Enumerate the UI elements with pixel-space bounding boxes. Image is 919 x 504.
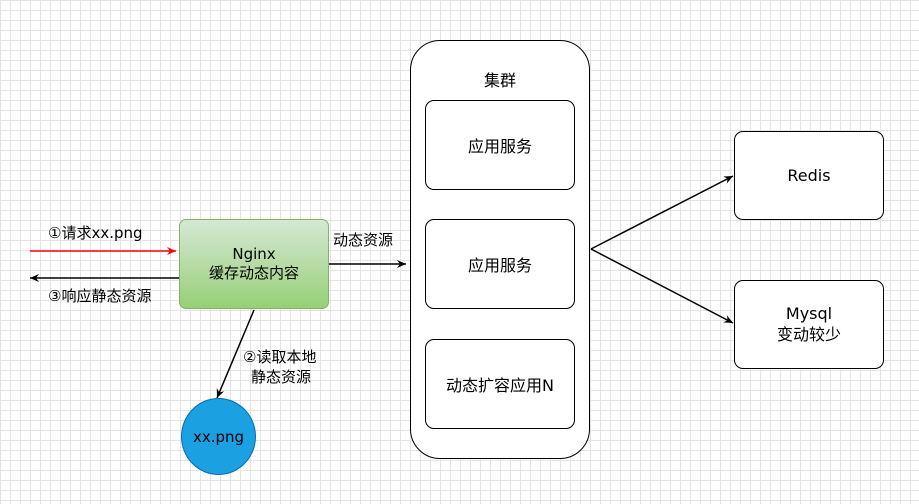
scale-service: 动态扩容应用N xyxy=(425,339,575,429)
dynamic-label: 动态资源 xyxy=(333,231,394,249)
read-local-arrow xyxy=(216,309,255,399)
app-service-1: 应用服务 xyxy=(425,100,575,190)
file-node: xx.png xyxy=(181,398,256,475)
nginx-title: Nginx xyxy=(232,244,276,263)
request-label: ①请求xx.png xyxy=(48,224,143,242)
redis-label: Redis xyxy=(787,166,831,185)
file-label: xx.png xyxy=(192,427,245,446)
redis-arrow xyxy=(590,175,734,250)
mysql-subtitle: 变动较少 xyxy=(776,324,841,344)
app-service-1-label: 应用服务 xyxy=(467,137,532,156)
mysql-node: Mysql 变动较少 xyxy=(734,280,884,369)
read-local-label-line1: ②读取本地 xyxy=(243,348,317,366)
app-service-2-label: 应用服务 xyxy=(467,256,532,275)
cluster-title: 集群 xyxy=(483,71,516,90)
nginx-node: Nginx 缓存动态内容 xyxy=(179,219,329,309)
read-local-label-line2: 静态资源 xyxy=(251,367,312,386)
response-label: ③响应静态资源 xyxy=(48,287,152,305)
read-local-label: ②读取本地 静态资源 xyxy=(243,348,316,387)
mysql-arrow xyxy=(590,248,734,324)
app-service-2: 应用服务 xyxy=(425,219,575,309)
scale-service-label: 动态扩容应用N xyxy=(446,376,554,395)
mysql-title: Mysql xyxy=(785,303,833,323)
redis-node: Redis xyxy=(734,131,884,220)
nginx-subtitle: 缓存动态内容 xyxy=(208,264,299,282)
